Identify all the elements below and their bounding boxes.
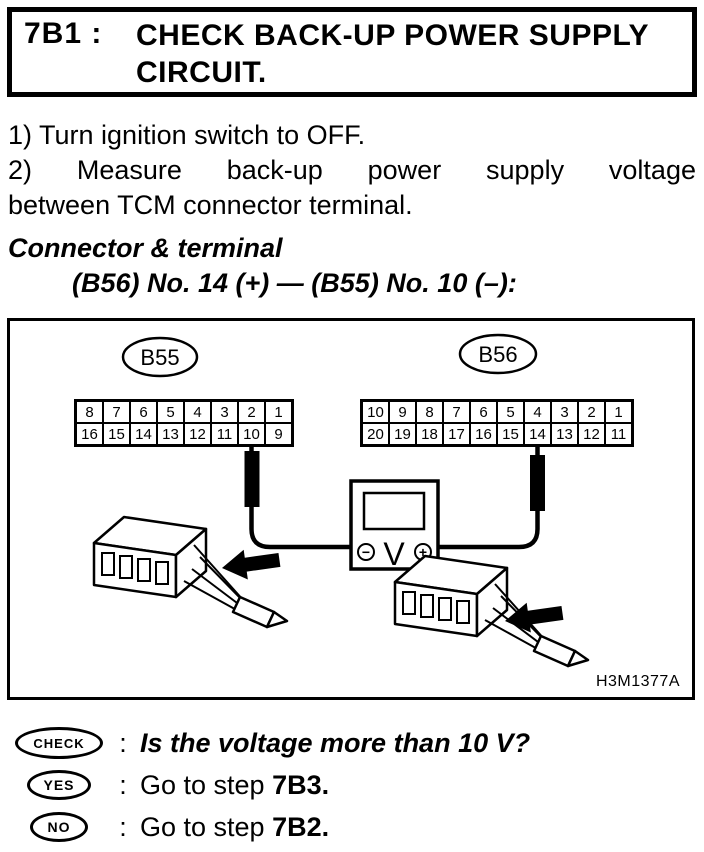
instruction-step-2-line2: between TCM connector terminal. [8,190,413,220]
pin-cell: 15 [497,423,524,445]
pin-cell: 7 [103,401,130,423]
no-colon: : [119,811,127,842]
pin-cell: 6 [470,401,497,423]
connector-terminal-heading: Connector & terminal [8,233,283,263]
pin-cell: 10 [238,423,265,445]
pin-cell: 5 [497,401,524,423]
step-title-line2: CIRCUIT. [136,56,267,89]
pin-cell: 4 [524,401,551,423]
pin-cell: 8 [416,401,443,423]
pin-cell: 6 [130,401,157,423]
step-id: 7B1 : [24,17,103,50]
badge-column: NO [8,812,110,842]
pin-cell: 19 [389,423,416,445]
connector-b55-label: B55 [140,345,179,370]
check-badge-label: CHECK [33,735,85,751]
voltmeter-symbol: V [383,536,405,572]
wiring-diagram: B55 B56 − + V [7,318,695,700]
minus-terminal-icon [357,543,375,561]
pin-cell: 10 [362,401,389,423]
pin-cell: 11 [211,423,238,445]
no-row: NO : Go to step 7B2. [8,806,698,848]
no-badge: NO [30,812,88,842]
pin-cell: 7 [443,401,470,423]
test-lead-left [249,443,351,550]
badge-column: CHECK [8,727,110,759]
pin-cell: 18 [416,423,443,445]
yes-answer: Go to step 7B3. [140,770,329,801]
b55-oval [121,336,199,378]
meter-plus-sign: + [419,544,427,560]
yes-colon: : [119,769,127,800]
pin-cell: 14 [524,423,551,445]
no-answer-step-ref: 7B2. [272,811,330,842]
figure-id: H3M1377A [595,673,680,690]
pin-cell: 12 [578,423,605,445]
pin-cell: 2 [238,401,265,423]
meter-minus-sign: − [362,544,370,560]
instruction-step-1: 1) Turn ignition switch to OFF. [8,120,366,150]
pointer-arrow-left-icon [222,549,281,580]
pin-cell: 14 [130,423,157,445]
pin-cell: 9 [389,401,416,423]
pin-cell: 9 [265,423,292,445]
badge-column: YES [8,770,110,800]
pin-cell: 12 [184,423,211,445]
diagram-art: B55 B56 − + V [92,333,590,668]
check-badge: CHECK [15,727,103,759]
yes-badge: YES [27,770,91,800]
pin-cell: 20 [362,423,389,445]
connector-b56-label: B56 [478,342,517,367]
instruction-step-2-line1: 2) Measure back-up power supply voltage [8,155,696,185]
pin-cell: 13 [157,423,184,445]
pin-cell: 5 [157,401,184,423]
check-row: CHECK : Is the voltage more than 10 V? [8,722,698,764]
check-colon: : [119,727,127,758]
step-title-line1: CHECK BACK-UP POWER SUPPLY [136,19,650,52]
no-answer: Go to step 7B2. [140,812,329,843]
connector-terminal-detail: (B56) No. 14 (+) — (B55) No. 10 (–): [72,268,517,298]
pin-cell: 1 [265,401,292,423]
pin-cell: 1 [605,401,632,423]
voltmeter-display [362,491,426,531]
pin-cell: 3 [211,401,238,423]
decision-section: CHECK : Is the voltage more than 10 V? Y… [8,722,698,848]
no-answer-prefix: Go to step [140,811,273,842]
pin-cell: 13 [551,423,578,445]
probe-terminal-right [530,455,545,511]
yes-badge-label: YES [43,777,75,793]
pointer-arrow-right-icon [505,602,564,633]
pin-cell: 2 [578,401,605,423]
pin-cell: 8 [76,401,103,423]
yes-row: YES : Go to step 7B3. [8,764,698,806]
pin-cell: 3 [551,401,578,423]
step-title: CHECK BACK-UP POWER SUPPLY CIRCUIT. [136,17,649,92]
check-question: Is the voltage more than 10 V? [140,727,531,758]
instructions: 1) Turn ignition switch to OFF. 2) Measu… [8,118,696,223]
tcm-connector-illustration-left [92,515,289,629]
pin-cell: 16 [76,423,103,445]
pin-cell: 16 [470,423,497,445]
b56-oval [458,333,538,375]
pin-cell: 4 [184,401,211,423]
yes-answer-step-ref: 7B3. [272,769,330,800]
tcm-connector-illustration-right [393,554,590,668]
pin-cell: 11 [605,423,632,445]
test-lead-right [438,443,540,550]
pin-cell: 17 [443,423,470,445]
yes-answer-prefix: Go to step [140,769,273,800]
pin-cell: 15 [103,423,130,445]
step-title-box: 7B1 : CHECK BACK-UP POWER SUPPLY CIRCUIT… [7,7,697,97]
no-badge-label: NO [47,819,71,835]
probe-terminal-left [244,451,260,507]
